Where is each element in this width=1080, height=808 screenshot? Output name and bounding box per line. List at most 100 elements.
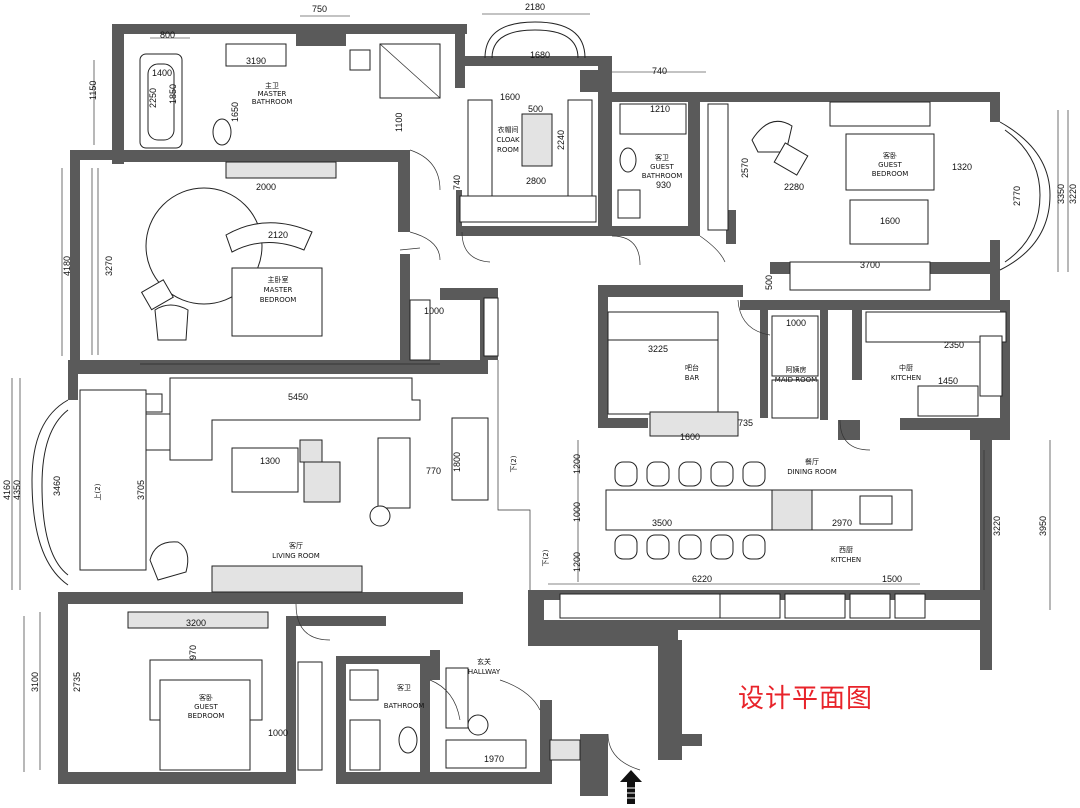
dim-3460: 3460 <box>52 476 62 496</box>
dim-2180: 2180 <box>525 2 545 12</box>
hallway-cn: 玄关 <box>477 657 491 666</box>
dim-3220a: 3220 <box>1068 184 1078 204</box>
bar-cn: 吧台 <box>685 363 699 372</box>
stair-note-1: 下(2) <box>510 455 518 472</box>
maid-en1: MAID ROOM <box>775 376 817 384</box>
dim-1400: 1400 <box>152 68 172 78</box>
hallway-en1: HALLWAY <box>468 668 501 676</box>
kitchen-en1: KITCHEN <box>891 374 921 382</box>
dim-2240: 2240 <box>556 130 566 150</box>
room-labels: 主卫 MASTER BATHROOM 衣帽间 CLOAK ROOM 客卫 GUE… <box>93 81 921 720</box>
dim-800: 800 <box>160 30 175 40</box>
guest-bath-top-en2: BATHROOM <box>642 172 683 180</box>
guest-bed-top-en1: GUEST <box>878 161 902 169</box>
master-bath-cn: 主卫 <box>265 81 279 90</box>
dim-750: 750 <box>312 4 327 14</box>
dim-1200a: 1200 <box>572 454 582 474</box>
dim-1970: 1970 <box>484 754 504 764</box>
dim-2770: 2770 <box>1012 186 1022 206</box>
master-bed-en1: MASTER <box>264 286 293 294</box>
guest-bath-bottom-cn: 客卫 <box>397 683 411 692</box>
dim-1500: 1500 <box>882 574 902 584</box>
master-bath-en1: MASTER <box>258 90 287 98</box>
dim-2570: 2570 <box>740 158 750 178</box>
dim-3950: 3950 <box>1038 516 1048 536</box>
dim-2000: 2000 <box>256 182 276 192</box>
dim-740a: 740 <box>652 66 667 76</box>
dim-3200: 3200 <box>186 618 206 628</box>
dim-3220b: 3220 <box>992 516 1002 536</box>
western-kitchen-cn: 西厨 <box>839 546 853 554</box>
window-bays <box>31 21 1051 770</box>
dim-6220: 6220 <box>692 574 712 584</box>
guest-bath-top-en1: GUEST <box>650 163 674 171</box>
dim-1320: 1320 <box>952 162 972 172</box>
cloak-en2: ROOM <box>497 146 519 154</box>
dim-740b: 740 <box>452 175 462 190</box>
guest-bed-bottom-en2: BEDROOM <box>188 712 225 720</box>
dim-1600b: 1600 <box>880 216 900 226</box>
western-kitchen-en1: KITCHEN <box>831 556 861 564</box>
dim-3225: 3225 <box>648 344 668 354</box>
dimension-labels: 750 2180 800 1400 3190 1680 740 1210 115… <box>2 2 1078 764</box>
kitchen-cn: 中厨 <box>899 363 913 372</box>
living-cn: 客厅 <box>289 541 303 550</box>
dim-1000d: 1000 <box>786 318 806 328</box>
doors <box>295 149 871 771</box>
dining-cn: 餐厅 <box>805 457 819 466</box>
dim-4160: 4160 <box>2 480 12 500</box>
dim-2800: 2800 <box>526 176 546 186</box>
dim-4180: 4180 <box>62 256 72 276</box>
guest-bed-top-cn: 客卧 <box>883 151 897 160</box>
dim-1600c: 1600 <box>680 432 700 442</box>
step-line <box>497 360 531 590</box>
dim-500b: 500 <box>764 275 774 290</box>
guest-bath-top-cn: 客卫 <box>655 153 669 162</box>
living-en1: LIVING ROOM <box>272 552 320 560</box>
dim-2350: 2350 <box>944 340 964 350</box>
dim-3500: 3500 <box>652 518 672 528</box>
guest-bed-bottom-cn: 客卧 <box>199 693 213 702</box>
dim-770: 770 <box>426 466 441 476</box>
dim-500a: 500 <box>528 104 543 114</box>
dining-en1: DINING ROOM <box>787 468 837 476</box>
maid-cn: 阿姨房 <box>786 365 807 374</box>
dim-1600a: 1600 <box>500 92 520 102</box>
dim-970: 970 <box>188 645 198 660</box>
guest-bed-top-en2: BEDROOM <box>872 170 909 178</box>
stair-note-2: 下(2) <box>542 549 550 566</box>
dim-2120: 2120 <box>268 230 288 240</box>
cloak-en1: CLOAK <box>496 136 520 144</box>
dim-1680: 1680 <box>530 50 550 60</box>
dim-1650: 1650 <box>230 102 240 122</box>
dim-2970: 2970 <box>832 518 852 528</box>
cloak-cn: 衣帽间 <box>498 125 519 134</box>
dim-3270: 3270 <box>104 256 114 276</box>
dim-1000b: 1000 <box>572 502 582 522</box>
dim-1850: 1850 <box>168 84 178 104</box>
master-bed-en2: BEDROOM <box>260 296 297 304</box>
dim-5450: 5450 <box>288 392 308 402</box>
dimension-lines <box>11 13 1069 772</box>
dim-3700: 3700 <box>860 260 880 270</box>
dim-1450: 1450 <box>938 376 958 386</box>
window-note: 上(2) <box>93 483 102 500</box>
dim-1300: 1300 <box>260 456 280 466</box>
furniture <box>79 43 1007 771</box>
bar-en1: BAR <box>685 374 700 382</box>
dim-2250: 2250 <box>148 88 158 108</box>
dim-3350: 3350 <box>1056 184 1066 204</box>
dim-1000c: 1000 <box>268 728 288 738</box>
dim-930: 930 <box>656 180 671 190</box>
dim-1150: 1150 <box>88 81 98 100</box>
dim-2735: 2735 <box>72 672 82 692</box>
master-bed-cn: 主卧室 <box>268 275 289 284</box>
dim-1200b: 1200 <box>572 552 582 572</box>
dim-1800: 1800 <box>452 452 462 472</box>
guest-bath-bottom-en1: BATHROOM <box>384 702 425 710</box>
dim-4350: 4350 <box>12 480 22 500</box>
dim-3705: 3705 <box>136 480 146 500</box>
dim-3190: 3190 <box>246 56 266 66</box>
dim-1210: 1210 <box>650 104 670 114</box>
